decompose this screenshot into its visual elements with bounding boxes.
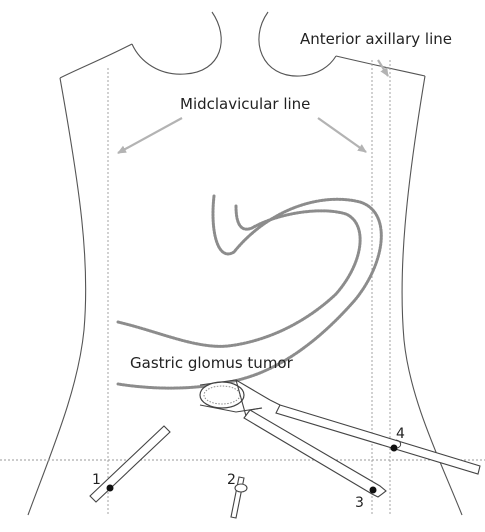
port-4-marker	[391, 445, 398, 452]
stomach-lesser-curvature	[118, 206, 360, 346]
left-body-side	[28, 78, 86, 515]
port-3-number: 3	[355, 495, 364, 511]
midclavicular-left-arrow	[118, 118, 182, 153]
port-3-marker	[370, 487, 377, 494]
neck-left-curve	[132, 12, 221, 74]
midclavicular-line-label: Midclavicular line	[180, 95, 310, 113]
port-2-number: 2	[227, 472, 236, 488]
port-2-marker	[235, 484, 247, 492]
port-trocar-1	[90, 426, 170, 502]
grasper-shaft-upper	[276, 405, 480, 474]
port-1-number: 1	[92, 472, 101, 488]
grasper-tip	[250, 400, 280, 410]
anterior-axillary-line-label: Anterior axillary line	[300, 30, 452, 48]
port-1-marker	[107, 485, 114, 492]
midclavicular-right-arrow	[318, 118, 366, 152]
left-shoulder	[60, 44, 132, 78]
instruments	[90, 380, 480, 518]
port-4-number: 4	[396, 426, 405, 442]
gastric-glomus-tumor-label: Gastric glomus tumor	[130, 354, 294, 372]
